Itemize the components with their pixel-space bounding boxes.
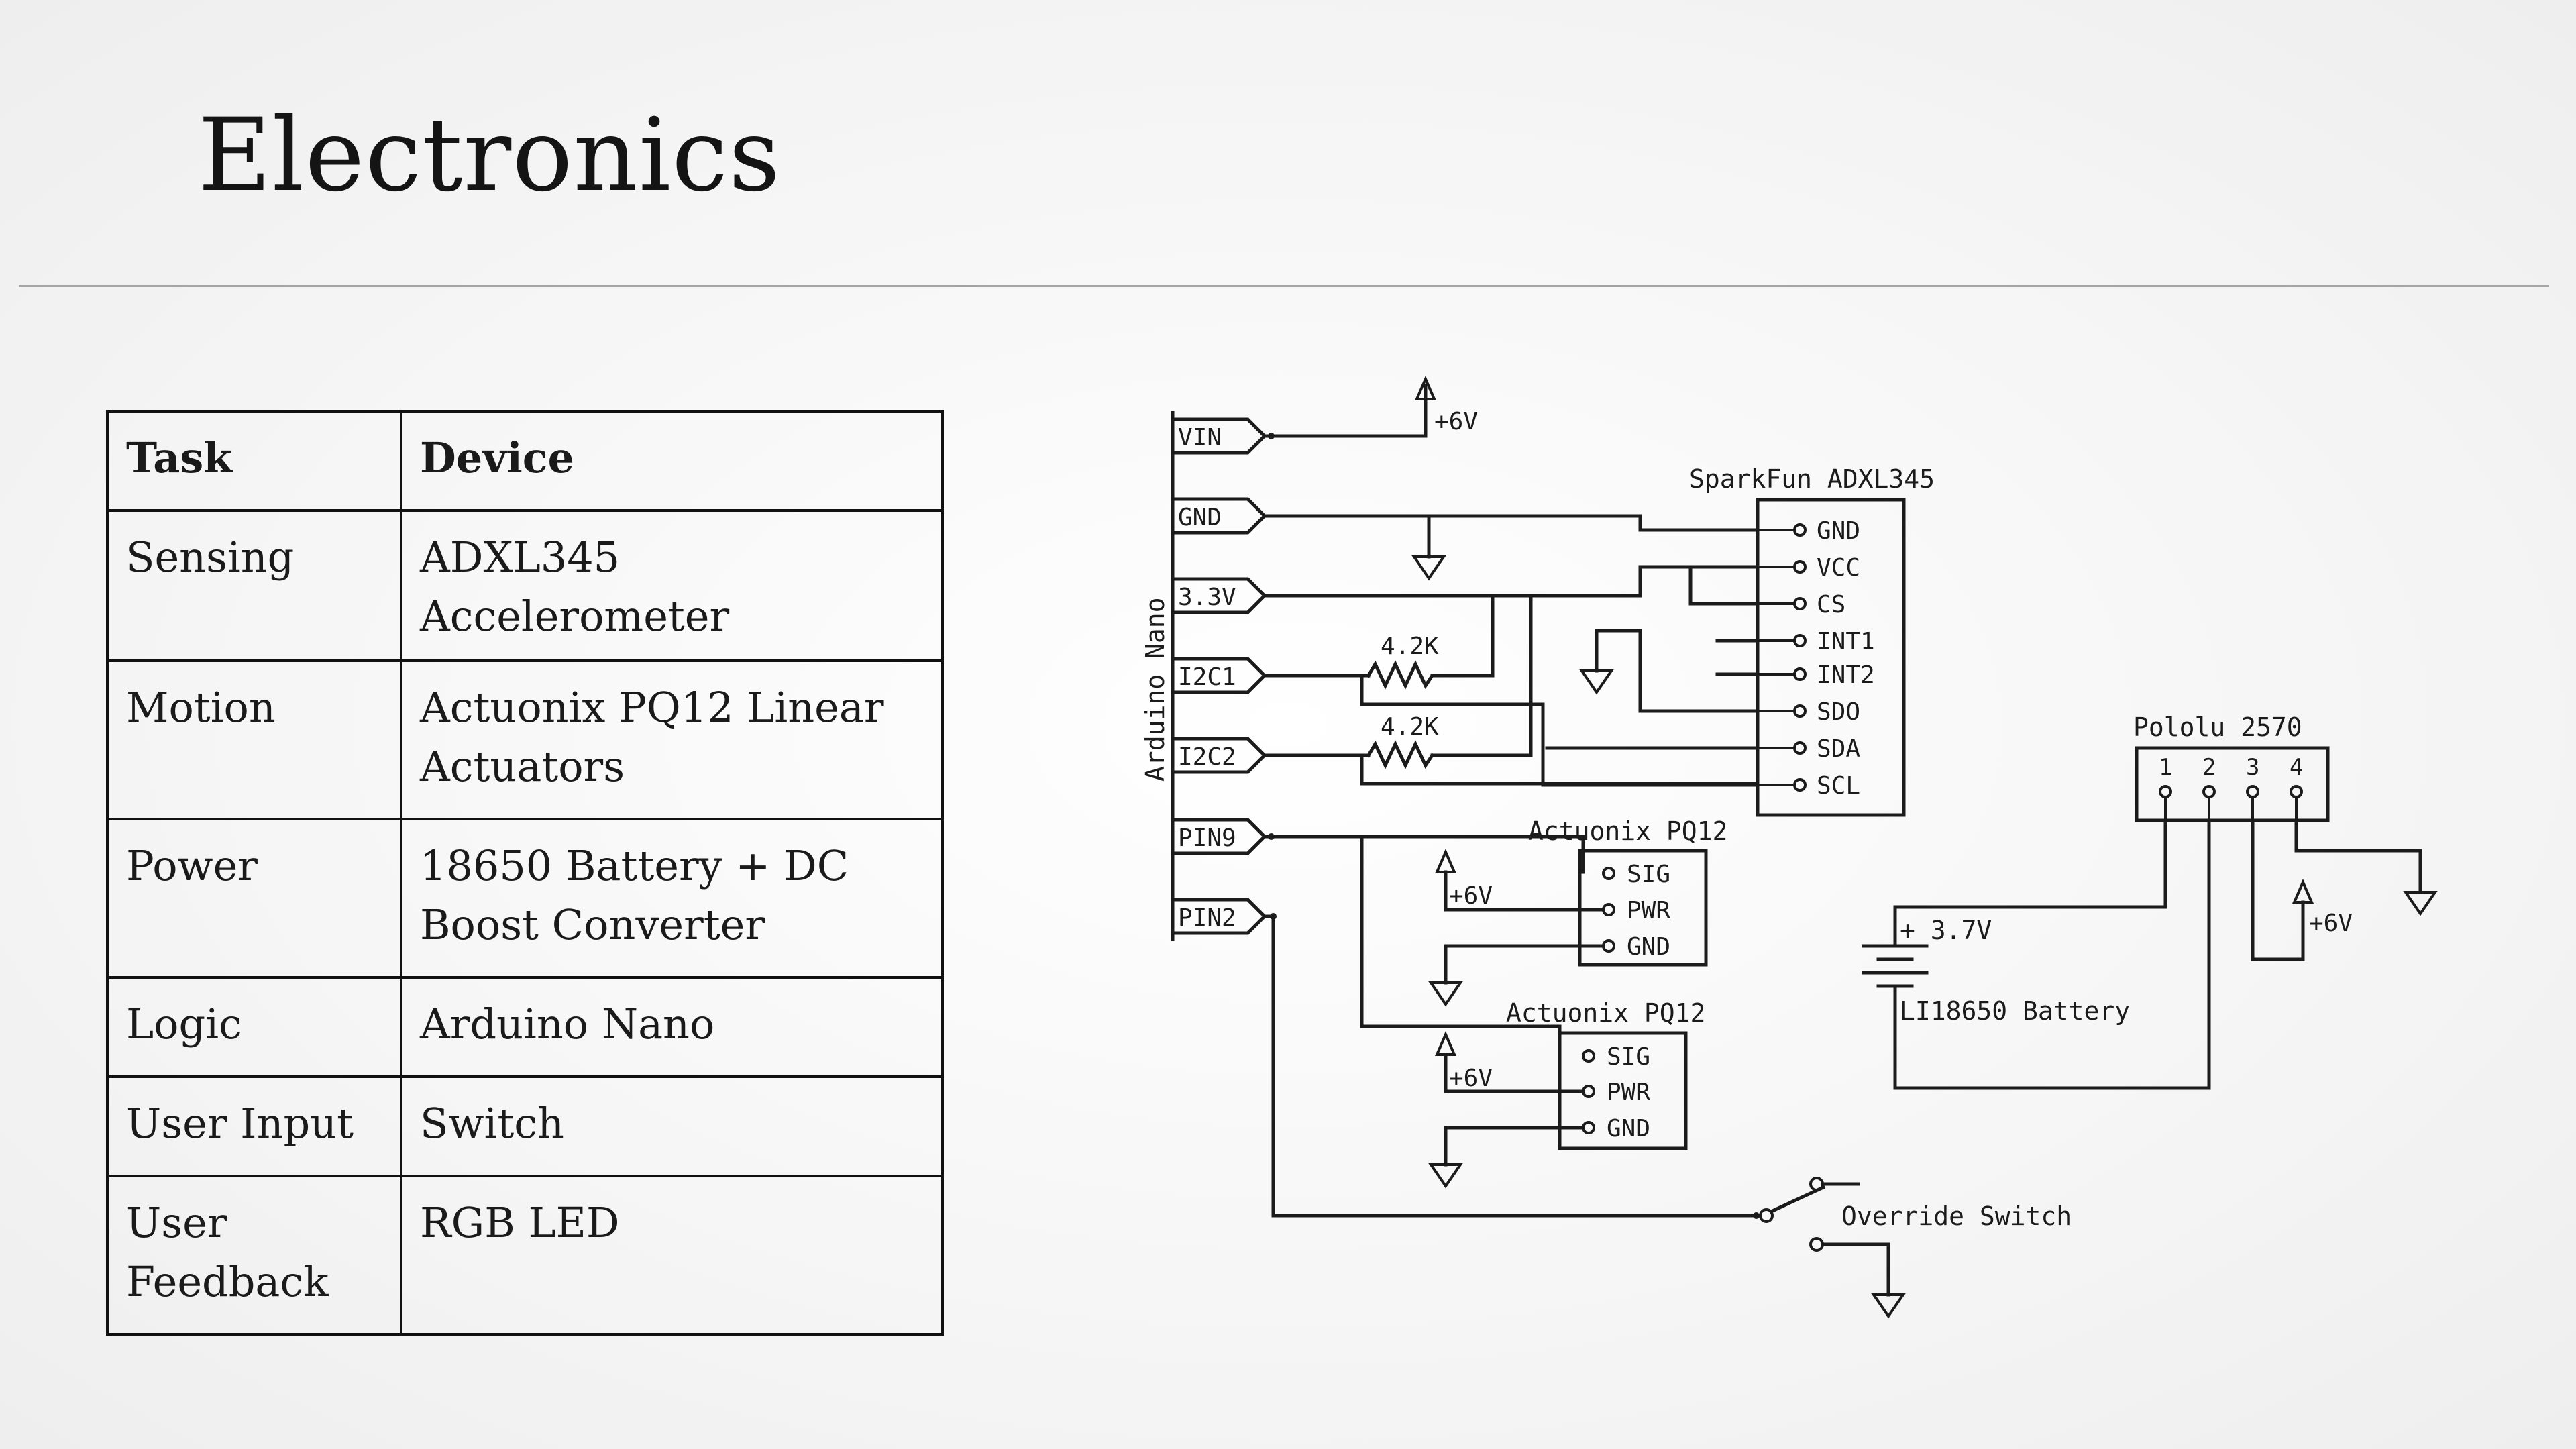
ground-icon	[2403, 891, 2438, 916]
adxl-pin-label: GND	[1817, 517, 1860, 545]
pololu-pin-label: 3	[2246, 754, 2259, 781]
table-row: Power 18650 Battery + DC Boost Converter	[106, 818, 944, 979]
pin-label: PIN9	[1178, 824, 1236, 852]
device-cell: 18650 Battery + DC Boost Converter	[400, 818, 944, 979]
device-cell: Switch	[400, 1075, 944, 1177]
adxl-pin-label: VCC	[1817, 554, 1860, 582]
pololu-2570-module: Pololu 2570 1 2 3 4 +6V	[1893, 712, 2438, 1090]
battery-label: LI18650 Battery	[1900, 996, 2130, 1026]
pin-label: I2C2	[1178, 743, 1236, 771]
table-row: Sensing ADXL345 Accelerometer	[106, 509, 944, 662]
table-row: User Input Switch	[106, 1075, 944, 1177]
supply-6v-label: +6V	[1449, 882, 1493, 910]
i2c2-net: 4.2K	[1263, 713, 1760, 786]
table-row: Motion Actuonix PQ12 Linear Actuators	[106, 659, 944, 820]
device-cell: Arduino Nano	[400, 976, 944, 1078]
i2c1-net: 4.2K	[1263, 633, 1760, 787]
switch-label: Override Switch	[1841, 1201, 2072, 1231]
ground-icon	[1579, 669, 1614, 695]
pololu-pin-label: 2	[2202, 754, 2216, 781]
table-row: Logic Arduino Nano	[106, 976, 944, 1078]
actuator-pin-label: PWR	[1627, 897, 1670, 924]
pin-label: 3.3V	[1178, 584, 1236, 611]
battery: + 3.7V LI18650 Battery	[1862, 905, 2130, 1090]
resistor-icon	[1366, 740, 1435, 769]
pin-9: PIN9	[1171, 818, 1267, 855]
adxl-pin-label: SCL	[1817, 772, 1860, 800]
pin2-net	[1263, 913, 1760, 1219]
actuator-2: Actuonix PQ12 SIG PWR GND +6V	[1428, 998, 1705, 1189]
title-divider	[19, 285, 2549, 287]
pin-label: I2C1	[1178, 663, 1236, 691]
supply-6v-label: +6V	[2309, 910, 2353, 937]
adxl345-title: SparkFun ADXL345	[1689, 464, 1935, 494]
device-cell: ADXL345 Accelerometer	[400, 509, 944, 662]
actuator-pin-label: GND	[1607, 1115, 1650, 1142]
supply-6v-label: +6V	[1449, 1065, 1493, 1092]
pin9-net	[1263, 833, 1585, 1028]
header-device: Device	[400, 410, 944, 512]
adxl-pin-label: INT1	[1817, 628, 1875, 655]
actuator-title: Actuonix PQ12	[1528, 816, 1727, 846]
pin-gnd: GND	[1171, 497, 1267, 535]
task-cell: User Input	[106, 1075, 402, 1177]
adxl345-module: SparkFun ADXL345 GND VCC CS INT1 INT2 SD…	[1689, 464, 1935, 817]
pin-vin: VIN	[1171, 417, 1267, 455]
ground-icon	[1871, 1293, 1906, 1319]
table-header-row: Task Device	[106, 410, 944, 512]
actuator-pin-label: PWR	[1607, 1079, 1650, 1106]
table-row: User Feedback RGB LED	[106, 1175, 944, 1336]
battery-voltage-label: + 3.7V	[1900, 916, 1992, 945]
adxl-pin-label: INT2	[1817, 661, 1875, 689]
arduino-nano: Arduino Nano	[1140, 411, 1175, 941]
ground-icon	[1411, 555, 1446, 581]
vin-net: +6V	[1263, 375, 1478, 439]
actuator-pin-label: GND	[1627, 933, 1670, 961]
task-cell: Logic	[106, 976, 402, 1078]
header-task: Task	[106, 410, 402, 512]
device-cell: Actuonix PQ12 Linear Actuators	[400, 659, 944, 820]
pololu-pin-label: 4	[2290, 754, 2303, 781]
pin-label: VIN	[1178, 424, 1222, 451]
actuator-pin-label: SIG	[1627, 861, 1670, 888]
resistor-value-label: 4.2K	[1381, 713, 1439, 741]
slide-title: Electronics	[198, 97, 782, 214]
adxl-pin-label: SDO	[1817, 698, 1860, 726]
actuator-title: Actuonix PQ12	[1506, 998, 1705, 1028]
ground-icon	[1428, 981, 1463, 1007]
task-cell: Power	[106, 818, 402, 979]
ground-icon	[1428, 1163, 1463, 1189]
task-cell: Sensing	[106, 509, 402, 662]
task-device-table: Task Device Sensing ADXL345 Acceleromete…	[106, 410, 944, 1336]
task-cell: User Feedback	[106, 1175, 402, 1336]
override-switch: Override Switch	[1759, 1177, 2072, 1319]
actuator-1: Actuonix PQ12 SIG PWR GND +6V	[1428, 816, 1727, 1007]
pin-3v3: 3.3V	[1171, 577, 1267, 614]
arduino-nano-label: Arduino Nano	[1140, 597, 1170, 782]
gnd-net	[1263, 514, 1760, 581]
pin-label: GND	[1178, 504, 1222, 531]
pin-2: PIN2	[1171, 898, 1267, 935]
adxl-pin-label: CS	[1817, 591, 1845, 619]
adxl-pin-label: SDA	[1817, 735, 1860, 763]
pololu-pin-label: 1	[2159, 754, 2172, 781]
task-cell: Motion	[106, 659, 402, 820]
pololu-title: Pololu 2570	[2133, 712, 2302, 742]
actuator-pin-label: SIG	[1607, 1043, 1650, 1071]
sdo-ground-net	[1545, 629, 1760, 750]
supply-6v-label: +6V	[1434, 408, 1478, 435]
resistor-value-label: 4.2K	[1381, 633, 1439, 660]
vcc-3v3-net	[1263, 565, 1760, 757]
pin-i2c1: I2C1	[1171, 657, 1267, 694]
pin-i2c2: I2C2	[1171, 737, 1267, 774]
resistor-icon	[1366, 660, 1435, 690]
pin-label: PIN2	[1178, 904, 1236, 932]
device-cell: RGB LED	[400, 1175, 944, 1336]
pin-flags: VIN GND 3.3V I2C1 I2C2 PIN9 PIN2	[1171, 417, 1267, 935]
